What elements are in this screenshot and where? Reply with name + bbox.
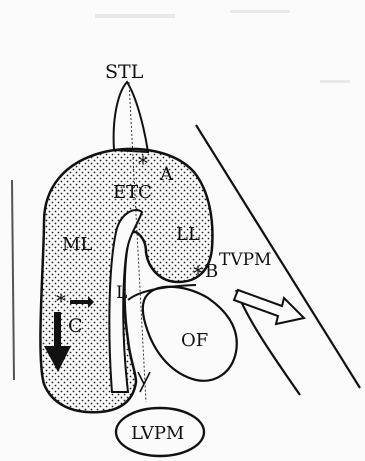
- label-ll: LL: [176, 224, 200, 245]
- label-asterisk-b: *: [193, 261, 203, 285]
- label-lvpm: LVPM: [131, 423, 184, 444]
- label-a: A: [159, 164, 174, 185]
- label-of: OF: [181, 330, 208, 351]
- channel-arrow-marks: [138, 372, 150, 392]
- label-ml: ML: [62, 234, 92, 255]
- label-b: B: [205, 261, 218, 282]
- left-border-line: [12, 180, 14, 380]
- label-l: L: [116, 283, 127, 303]
- label-asterisk-c: *: [56, 289, 66, 313]
- label-stl: STL: [105, 61, 144, 83]
- label-tvpm: TVPM: [219, 250, 271, 270]
- label-c: C: [68, 315, 83, 337]
- stalk-shape: [114, 82, 148, 152]
- label-etc: ETC: [113, 182, 152, 203]
- label-asterisk-a: *: [138, 151, 148, 175]
